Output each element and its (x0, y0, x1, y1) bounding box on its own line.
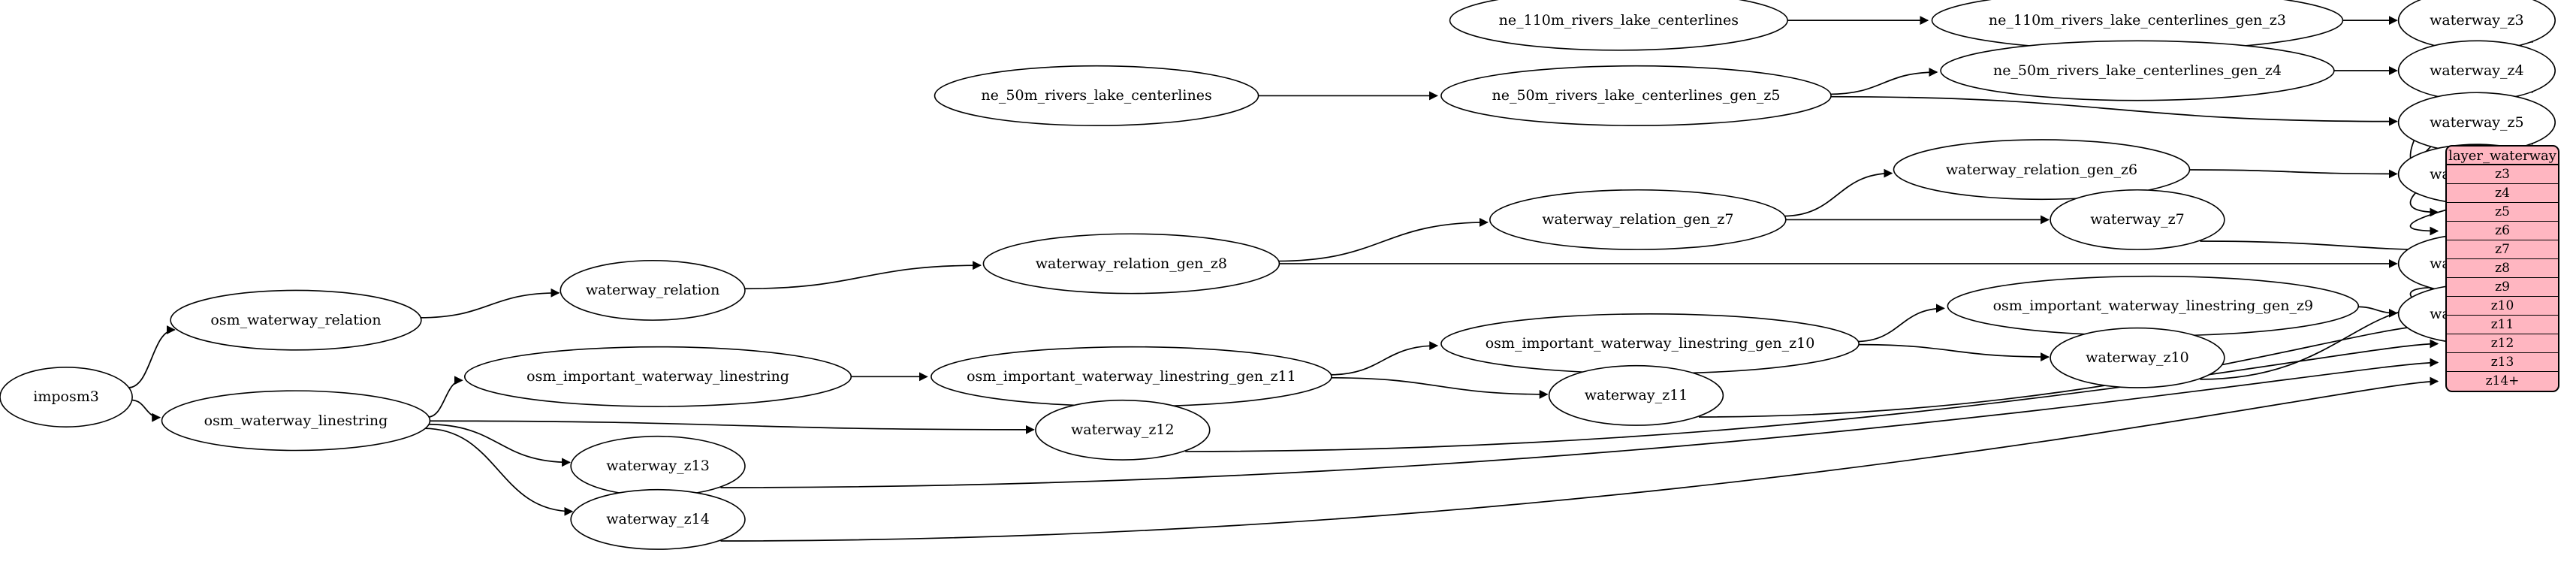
node-layer (0, 0, 2556, 550)
edge-imposm3-to-osm_waterway_relation (128, 325, 176, 388)
edge-osm_waterway_linestring-to-waterway_z13 (427, 423, 571, 467)
node-osm_waterway_relation[interactable] (170, 289, 422, 351)
node-ne_50m_rivers_lake_centerlines_gen_z5[interactable] (1440, 65, 1832, 126)
edge-osm_important_waterway_linestring_gen_z10-to-waterway_z10 (1857, 343, 2050, 362)
node-waterway_z11[interactable] (1548, 364, 1724, 426)
layer-table-header: layer_waterway (2447, 147, 2558, 165)
edge-osm_waterway_linestring-to-waterway_z14 (424, 428, 574, 516)
layer-table-row-z6[interactable]: z6 (2447, 222, 2558, 240)
node-waterway_z4[interactable] (2397, 40, 2556, 101)
node-waterway_z14[interactable] (570, 488, 746, 550)
node-waterway_relation[interactable] (560, 259, 746, 321)
layer-table-row-z9[interactable]: z9 (2447, 278, 2558, 297)
node-waterway_relation_gen_z6[interactable] (1893, 139, 2191, 201)
layer-table-row-z7[interactable]: z7 (2447, 240, 2558, 259)
edge-waterway_relation_gen_z7-to-waterway_relation_gen_z6 (1783, 168, 1893, 217)
edge-osm_important_waterway_linestring_gen_z11-to-waterway_z11 (1329, 376, 1549, 399)
edge-waterway_relation_gen_z8-to-waterway_relation_gen_z7 (1277, 217, 1489, 262)
node-waterway_z12[interactable] (1035, 399, 1211, 461)
edge-osm_waterway_linestring-to-waterway_z12 (428, 420, 1035, 434)
edge-imposm3-to-osm_waterway_linestring (131, 399, 161, 422)
node-osm_important_waterway_linestring[interactable] (463, 346, 852, 407)
edge-waterway_relation-to-waterway_relation_gen_z8 (744, 261, 982, 290)
edge-osm_important_waterway_linestring_gen_z10-to-osm_important_waterway_linestring_gen_z9 (1856, 304, 1945, 343)
layer-table-row-z13[interactable]: z13 (2447, 353, 2558, 372)
edge-osm_waterway_linestring-to-osm_important_waterway_linestring (427, 376, 463, 418)
node-waterway_z13[interactable] (570, 435, 746, 497)
layer-table-row-z3[interactable]: z3 (2447, 165, 2558, 184)
node-osm_important_waterway_linestring_gen_z10[interactable] (1440, 313, 1860, 374)
layer-table-row-z14+[interactable]: z14+ (2485, 373, 2520, 388)
node-ne_110m_rivers_lake_centerlines[interactable] (1449, 0, 1788, 51)
layer-table-row-z5[interactable]: z5 (2447, 203, 2558, 222)
node-waterway_relation_gen_z8[interactable] (982, 233, 1280, 295)
node-imposm3[interactable] (0, 367, 133, 428)
edge-waterway_z14-to-layer-z14+ (720, 376, 2439, 542)
edge-waterway_relation_gen_z6-to-waterway_z6 (2188, 169, 2398, 179)
layer-table-row-z8[interactable]: z8 (2447, 259, 2558, 278)
edge-osm_important_waterway_linestring_gen_z11-to-osm_important_waterway_linestring_gen_z10 (1329, 341, 1439, 376)
edge-waterway_z13-to-layer-z13 (720, 358, 2439, 488)
node-osm_important_waterway_linestring_gen_z9[interactable] (1947, 275, 2360, 337)
layer-table-row-z10[interactable]: z10 (2447, 297, 2558, 316)
node-waterway_z7[interactable] (2050, 189, 2225, 250)
node-ne_50m_rivers_lake_centerlines[interactable] (934, 65, 1259, 126)
edge-osm_waterway_relation-to-waterway_relation (419, 288, 560, 319)
layer-table-row-z4[interactable]: z4 (2447, 184, 2558, 203)
layer-table-row-z12[interactable]: z12 (2447, 334, 2558, 353)
node-waterway_z10[interactable] (2050, 327, 2225, 388)
node-waterway_relation_gen_z7[interactable] (1489, 189, 1787, 250)
layer-table-row-z11[interactable]: z11 (2447, 316, 2558, 334)
edge-ne_50m_rivers_lake_centerlines_gen_z5-to-waterway_z5 (1829, 95, 2398, 126)
node-waterway_z5[interactable] (2397, 92, 2556, 153)
node-osm_important_waterway_linestring_gen_z11[interactable] (931, 346, 1332, 407)
edge-waterway_z7-to-layer-z7 (2200, 240, 2439, 255)
edge-osm_important_waterway_linestring_gen_z9-to-waterway_z9 (2356, 306, 2398, 318)
node-ne_50m_rivers_lake_centerlines_gen_z4[interactable] (1940, 40, 2335, 101)
edge-waterway_z12-to-layer-z12 (1185, 339, 2439, 452)
edge-ne_50m_rivers_lake_centerlines_gen_z5-to-ne_50m_rivers_lake_centerlines_gen_z4 (1829, 68, 1938, 95)
node-osm_waterway_linestring[interactable] (161, 390, 431, 452)
